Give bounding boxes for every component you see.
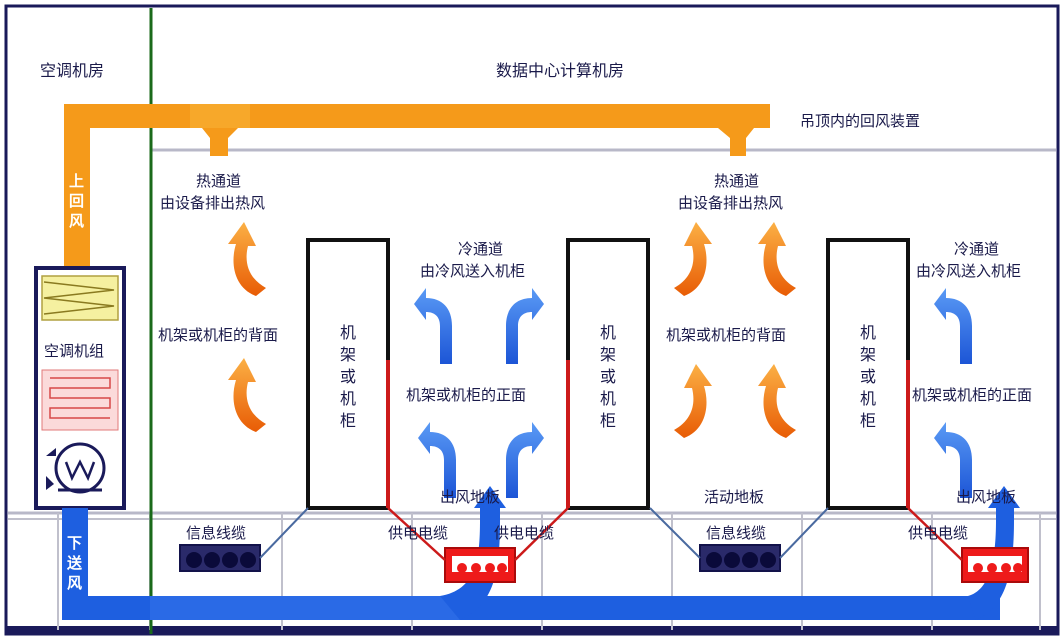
svg-text:柜: 柜 bbox=[340, 411, 356, 430]
ac-filter-zigzag bbox=[43, 281, 115, 315]
ac-room-label: 空调机房 bbox=[40, 61, 104, 80]
cold-aisle-1-title: 冷通道 bbox=[458, 240, 503, 258]
rack-front-label-1: 机架或机柜的正面 bbox=[406, 386, 526, 404]
power-cable-tray-1 bbox=[444, 547, 516, 583]
power-cable-label-3: 供电电缆 bbox=[908, 524, 968, 542]
signal-cable-lines bbox=[259, 507, 829, 559]
hot-aisle-2-desc: 由设备排出热风 bbox=[678, 194, 783, 212]
svg-text:机: 机 bbox=[860, 323, 876, 342]
svg-text:或: 或 bbox=[340, 367, 356, 386]
svg-text:机: 机 bbox=[340, 389, 356, 408]
rack-3-label: 机 架 或 机 柜 bbox=[860, 323, 876, 430]
duct-down-label-1: 下 bbox=[67, 534, 82, 552]
outlet-floor-label-1: 出风地板 bbox=[440, 488, 500, 506]
signal-cable-tray-1 bbox=[179, 544, 261, 572]
ac-fan-icon bbox=[46, 442, 106, 494]
signal-cable-label-1: 信息线缆 bbox=[186, 524, 246, 542]
rack-front-label-3: 机架或机柜的正面 bbox=[912, 386, 1032, 404]
svg-text:或: 或 bbox=[600, 367, 616, 386]
ac-unit-label: 空调机组 bbox=[44, 342, 104, 360]
power-cable-label-1: 供电电缆 bbox=[388, 524, 448, 542]
duct-up-label-3: 风 bbox=[69, 212, 84, 230]
rack-1 bbox=[306, 238, 390, 510]
svg-text:柜: 柜 bbox=[860, 411, 876, 430]
signal-cable-tray-2 bbox=[699, 544, 781, 572]
svg-text:机: 机 bbox=[860, 389, 876, 408]
rack-2-label: 机 架 或 机 柜 bbox=[600, 323, 616, 430]
rack-back-label-1: 机架或机柜的背面 bbox=[158, 326, 278, 344]
signal-cable-label-2: 信息线缆 bbox=[706, 524, 766, 542]
svg-text:机: 机 bbox=[600, 323, 616, 342]
power-cable-label-2: 供电电缆 bbox=[494, 524, 554, 542]
outlet-arrow-1 bbox=[474, 486, 506, 508]
return-air-duct bbox=[64, 104, 770, 270]
duct-down-label-3: 风 bbox=[67, 574, 82, 592]
power-cable-lines bbox=[387, 507, 963, 561]
supply-riser-1 bbox=[440, 508, 500, 620]
svg-text:柜: 柜 bbox=[600, 411, 616, 430]
ac-coil bbox=[41, 369, 119, 431]
duct-down-label-2: 送 bbox=[66, 554, 83, 572]
supply-air-duct bbox=[62, 508, 1000, 620]
rack-2 bbox=[566, 238, 650, 510]
power-cable-tray-2 bbox=[961, 547, 1029, 583]
rack-1-label: 机 架 或 机 柜 bbox=[340, 323, 356, 430]
outlet-floor-label-3: 出风地板 bbox=[956, 488, 1016, 506]
bottom-frame-band bbox=[6, 626, 1058, 634]
hot-aisle-1-desc: 由设备排出热风 bbox=[160, 194, 265, 212]
supply-riser-2 bbox=[968, 508, 1014, 620]
outlet-arrow-2 bbox=[988, 486, 1020, 508]
svg-text:机: 机 bbox=[600, 389, 616, 408]
duct-up-label-2: 回 bbox=[69, 192, 84, 210]
svg-text:架: 架 bbox=[340, 345, 356, 364]
rack-3 bbox=[826, 238, 910, 510]
data-center-room-label: 数据中心计算机房 bbox=[496, 61, 624, 80]
raised-floor-label: 活动地板 bbox=[704, 488, 764, 506]
svg-text:或: 或 bbox=[860, 367, 876, 386]
svg-text:架: 架 bbox=[600, 345, 616, 364]
hot-aisle-2-title: 热通道 bbox=[714, 172, 759, 190]
rack-back-label-2: 机架或机柜的背面 bbox=[666, 326, 786, 344]
svg-text:架: 架 bbox=[860, 345, 876, 364]
duct-up-label-1: 上 bbox=[69, 172, 84, 190]
ceiling-return-label: 吊顶内的回风装置 bbox=[800, 112, 920, 130]
cold-aisle-3-title: 冷通道 bbox=[954, 240, 999, 258]
svg-text:机: 机 bbox=[340, 323, 356, 342]
hot-aisle-1-title: 热通道 bbox=[196, 172, 241, 190]
ac-coil-pipe bbox=[49, 377, 111, 419]
cold-aisle-3-desc: 由冷风送入机柜 bbox=[916, 262, 1021, 280]
cold-aisle-1-desc: 由冷风送入机柜 bbox=[420, 262, 525, 280]
